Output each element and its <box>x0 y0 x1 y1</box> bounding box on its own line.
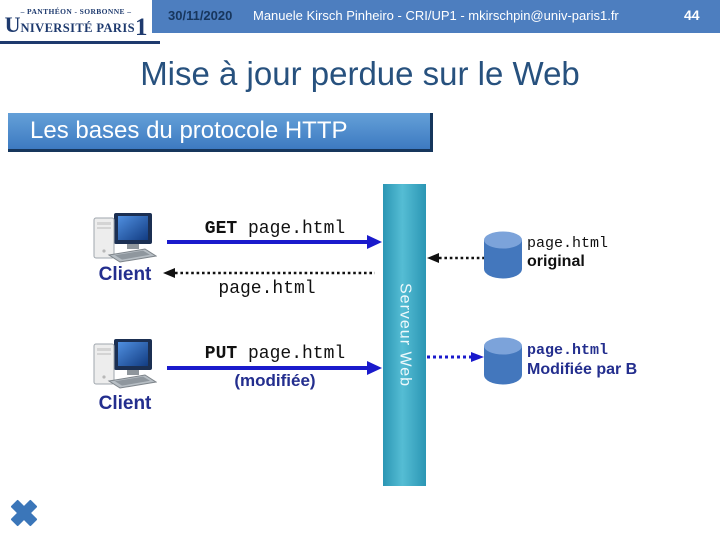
web-server-bar: Serveur Web <box>383 184 426 486</box>
get-request-arrow <box>167 235 382 249</box>
author-contact: Manuele Kirsch Pinheiro - CRI/UP1 - mkir… <box>253 8 619 23</box>
get-request-label: GET page.html <box>204 219 346 239</box>
client1-label: Client <box>98 264 152 285</box>
logo-underline <box>0 41 160 44</box>
client2-label: Client <box>98 393 152 414</box>
logo-subtitle: – PANTHÉON - SORBONNE – <box>20 7 132 16</box>
web-server-label: Serveur Web <box>396 282 414 388</box>
server-to-original-arrow <box>427 253 485 263</box>
slide-date: 30/11/2020 <box>168 8 233 23</box>
get-response-label: page.html <box>218 279 316 299</box>
header-bar <box>152 0 720 33</box>
put-request-arrow <box>167 361 382 375</box>
university-logo: – PANTHÉON - SORBONNE – UNIVERSITÉ PARIS… <box>0 0 152 40</box>
put-request-label: PUT page.html <box>204 344 346 364</box>
section-banner: Les bases du protocole HTTP <box>8 113 433 152</box>
logo-title: UNIVERSITÉ PARIS1 <box>4 12 148 41</box>
modified-file-note: Modifiée par B <box>527 361 638 378</box>
put-modified-note: (modifiée) <box>234 371 316 390</box>
cross-icon <box>10 499 38 527</box>
original-file-note: original <box>527 253 585 270</box>
original-file-name: page.html <box>527 235 609 252</box>
slide-title: Mise à jour perdue sur le Web <box>140 55 580 92</box>
client1-computer-icon <box>93 212 157 263</box>
modified-file-name: page.html <box>527 342 609 359</box>
modified-file-cylinder-icon <box>484 337 522 385</box>
page-number: 44 <box>684 7 700 23</box>
get-response-arrow <box>163 268 375 278</box>
server-to-modified-arrow <box>427 352 484 362</box>
original-file-cylinder-icon <box>484 231 522 279</box>
client2-computer-icon <box>93 338 157 389</box>
